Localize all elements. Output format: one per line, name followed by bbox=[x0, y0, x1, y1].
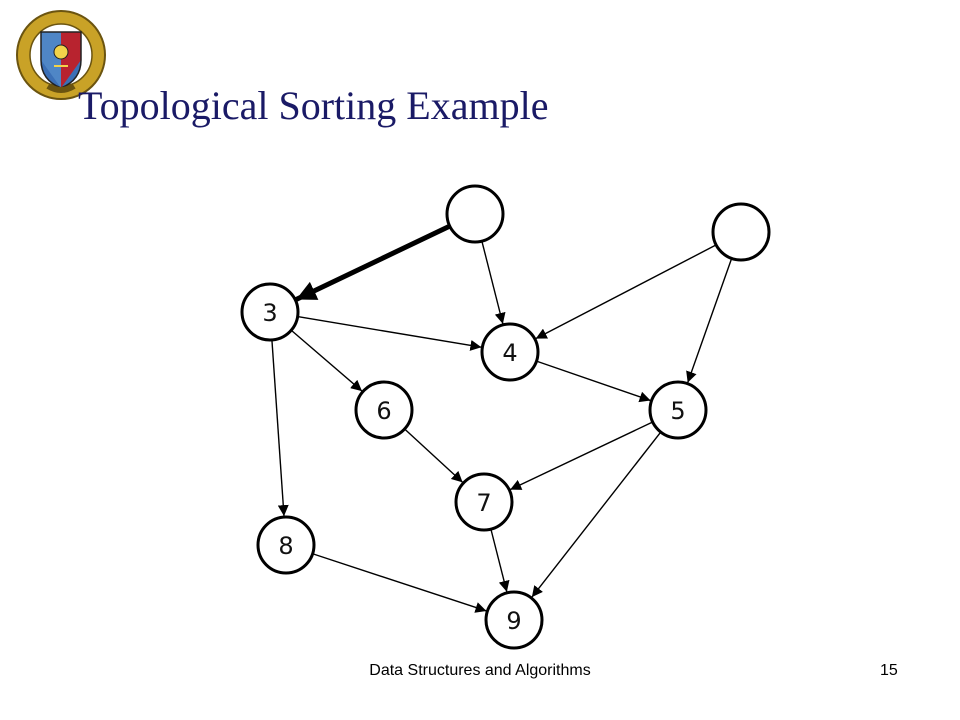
edge-top-left-to-n3 bbox=[295, 223, 451, 302]
node-n8: 8 bbox=[256, 515, 316, 575]
node-label-n6: 6 bbox=[376, 397, 391, 425]
node-n4: 4 bbox=[480, 322, 540, 382]
edge-n4-to-n5 bbox=[536, 360, 651, 403]
edge-n3-to-n4 bbox=[297, 315, 482, 351]
edge-n3-to-n8 bbox=[271, 339, 289, 517]
node-circle-top-left bbox=[445, 184, 505, 244]
edge-top-left-to-n4 bbox=[481, 240, 506, 325]
node-circle-n8 bbox=[256, 515, 316, 575]
node-circle-top-right bbox=[711, 202, 771, 262]
node-n3: 3 bbox=[240, 282, 300, 342]
footer-course-title: Data Structures and Algorithms bbox=[369, 662, 591, 679]
slide-title: Topological Sorting Example bbox=[78, 83, 549, 128]
node-n6: 6 bbox=[354, 380, 414, 440]
node-circle-n4 bbox=[480, 322, 540, 382]
edges bbox=[271, 223, 733, 613]
institute-crest-logo-icon bbox=[16, 10, 106, 100]
page-number: 15 bbox=[880, 662, 898, 679]
node-top-right bbox=[711, 202, 771, 262]
node-label-n3: 3 bbox=[262, 299, 277, 327]
node-n5: 5 bbox=[648, 380, 708, 440]
nodes: 3 4 5 6 7 8 9 bbox=[240, 184, 771, 650]
node-label-n7: 7 bbox=[476, 489, 491, 517]
node-circle-n7 bbox=[454, 472, 514, 532]
edge-n8-to-n9 bbox=[312, 553, 487, 613]
edge-n5-to-n9 bbox=[531, 431, 662, 598]
edge-top-right-to-n5 bbox=[686, 258, 733, 383]
node-circle-n9 bbox=[484, 590, 544, 650]
node-circle-n6 bbox=[354, 380, 414, 440]
node-circle-n3 bbox=[240, 282, 300, 342]
node-label-n8: 8 bbox=[278, 532, 293, 560]
node-circle-n5 bbox=[648, 380, 708, 440]
edge-n3-to-n6 bbox=[290, 329, 363, 392]
edge-n7-to-n9 bbox=[490, 528, 510, 593]
node-label-n9: 9 bbox=[506, 607, 521, 635]
node-label-n4: 4 bbox=[502, 339, 517, 367]
node-label-n5: 5 bbox=[670, 397, 685, 425]
node-top-left bbox=[445, 184, 505, 244]
node-n9: 9 bbox=[484, 590, 544, 650]
edge-n6-to-n7 bbox=[404, 428, 464, 483]
edge-n5-to-n7 bbox=[509, 421, 654, 491]
edge-top-right-to-n4 bbox=[535, 244, 717, 340]
node-n7: 7 bbox=[454, 472, 514, 532]
